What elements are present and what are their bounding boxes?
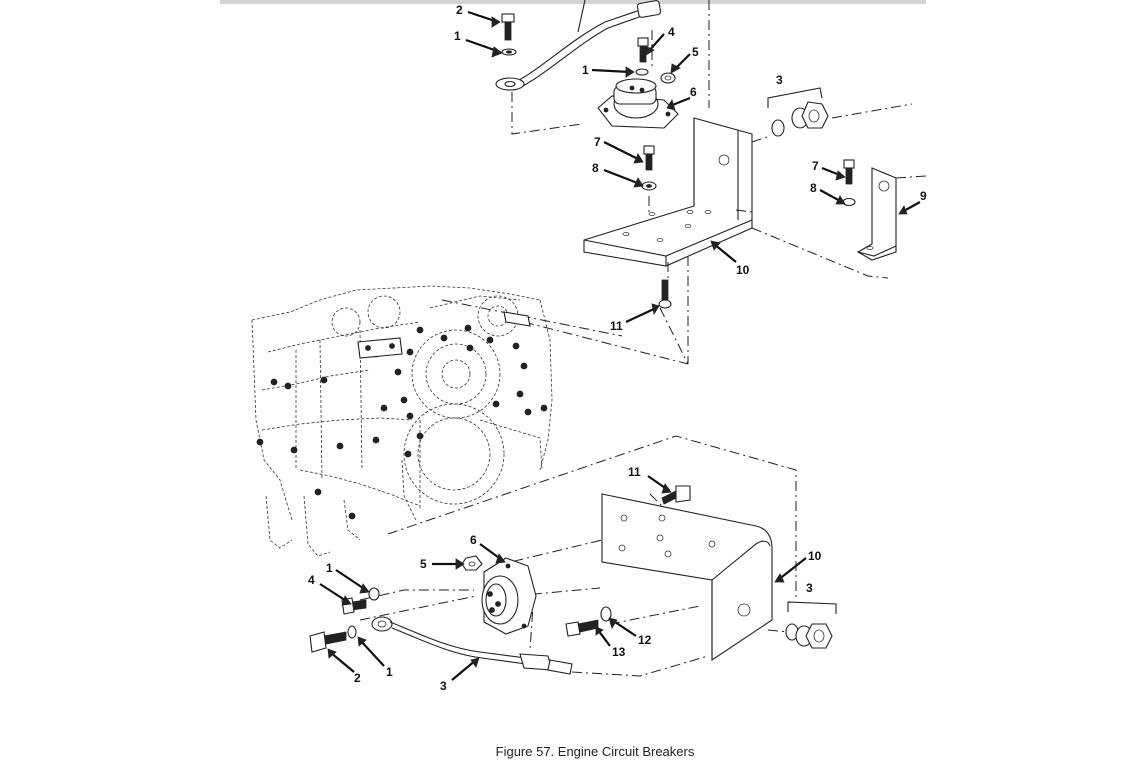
upper-bolt-2 [501, 13, 517, 56]
upper-bolt-7b [842, 159, 856, 207]
callout-arrows [319, 10, 921, 681]
upper-bracket-9 [856, 167, 897, 261]
callout-upper-9: 9 [920, 189, 927, 203]
upper-bolt-7a [641, 145, 657, 191]
callout-upper-10: 10 [736, 263, 750, 277]
callout-upper-5: 5 [692, 45, 699, 59]
lower-bolt-13 [565, 606, 612, 637]
callout-upper-1b: 1 [582, 63, 589, 77]
lower-bracket-10 [601, 493, 773, 662]
callout-upper-8b: 8 [810, 181, 817, 195]
lower-circuit-breaker-6 [481, 557, 537, 635]
upper-center-lines [441, 0, 927, 365]
callout-labels: 2 1 4 5 1 6 3 7 8 7 8 9 10 11 11 6 5 10 … [308, 3, 927, 693]
callout-lower-1b: 1 [386, 665, 393, 679]
callout-upper-4: 4 [668, 25, 675, 39]
callout-upper-7b: 7 [812, 159, 819, 173]
upper-group-bracket-3 [767, 87, 823, 108]
upper-bolt-4 [635, 37, 676, 84]
lower-bolt-2 [309, 625, 357, 653]
callout-lower-2: 2 [354, 671, 361, 685]
callout-upper-3: 3 [776, 73, 783, 87]
lower-hardware-3 [785, 623, 833, 649]
lower-cable [371, 616, 573, 675]
callout-upper-7a: 7 [594, 135, 601, 149]
callout-upper-2: 2 [456, 3, 463, 17]
callout-lower-10: 10 [808, 549, 822, 563]
callout-lower-3a: 3 [806, 581, 813, 595]
lower-nut-5 [461, 555, 483, 571]
callout-lower-1a: 1 [326, 561, 333, 575]
engine-bolts [256, 324, 548, 520]
lower-group-bracket-3 [787, 601, 837, 614]
upper-cable [495, 0, 662, 91]
callout-lower-6: 6 [470, 533, 477, 547]
callout-lower-12: 12 [638, 633, 652, 647]
upper-bolt-11 [658, 279, 672, 309]
figure-caption: Figure 57. Engine Circuit Breakers [495, 744, 695, 759]
upper-circuit-breaker-6 [597, 78, 679, 129]
upper-bracket-10 [583, 117, 753, 267]
lower-bolt-11 [661, 485, 691, 505]
upper-hardware-3 [771, 101, 829, 137]
callout-lower-11: 11 [628, 465, 641, 479]
top-edge-bar [220, 0, 926, 4]
callout-upper-6: 6 [690, 85, 697, 99]
callout-upper-1a: 1 [454, 29, 461, 43]
engine-block [251, 285, 553, 557]
callout-upper-11: 11 [610, 319, 623, 333]
callout-lower-3b: 3 [440, 679, 447, 693]
callout-lower-13: 13 [612, 645, 626, 659]
upper-assembly [441, 0, 927, 365]
callout-lower-5: 5 [420, 557, 427, 571]
callout-lower-4: 4 [308, 573, 315, 587]
lower-assembly [309, 87, 837, 677]
callout-upper-8a: 8 [592, 161, 599, 175]
